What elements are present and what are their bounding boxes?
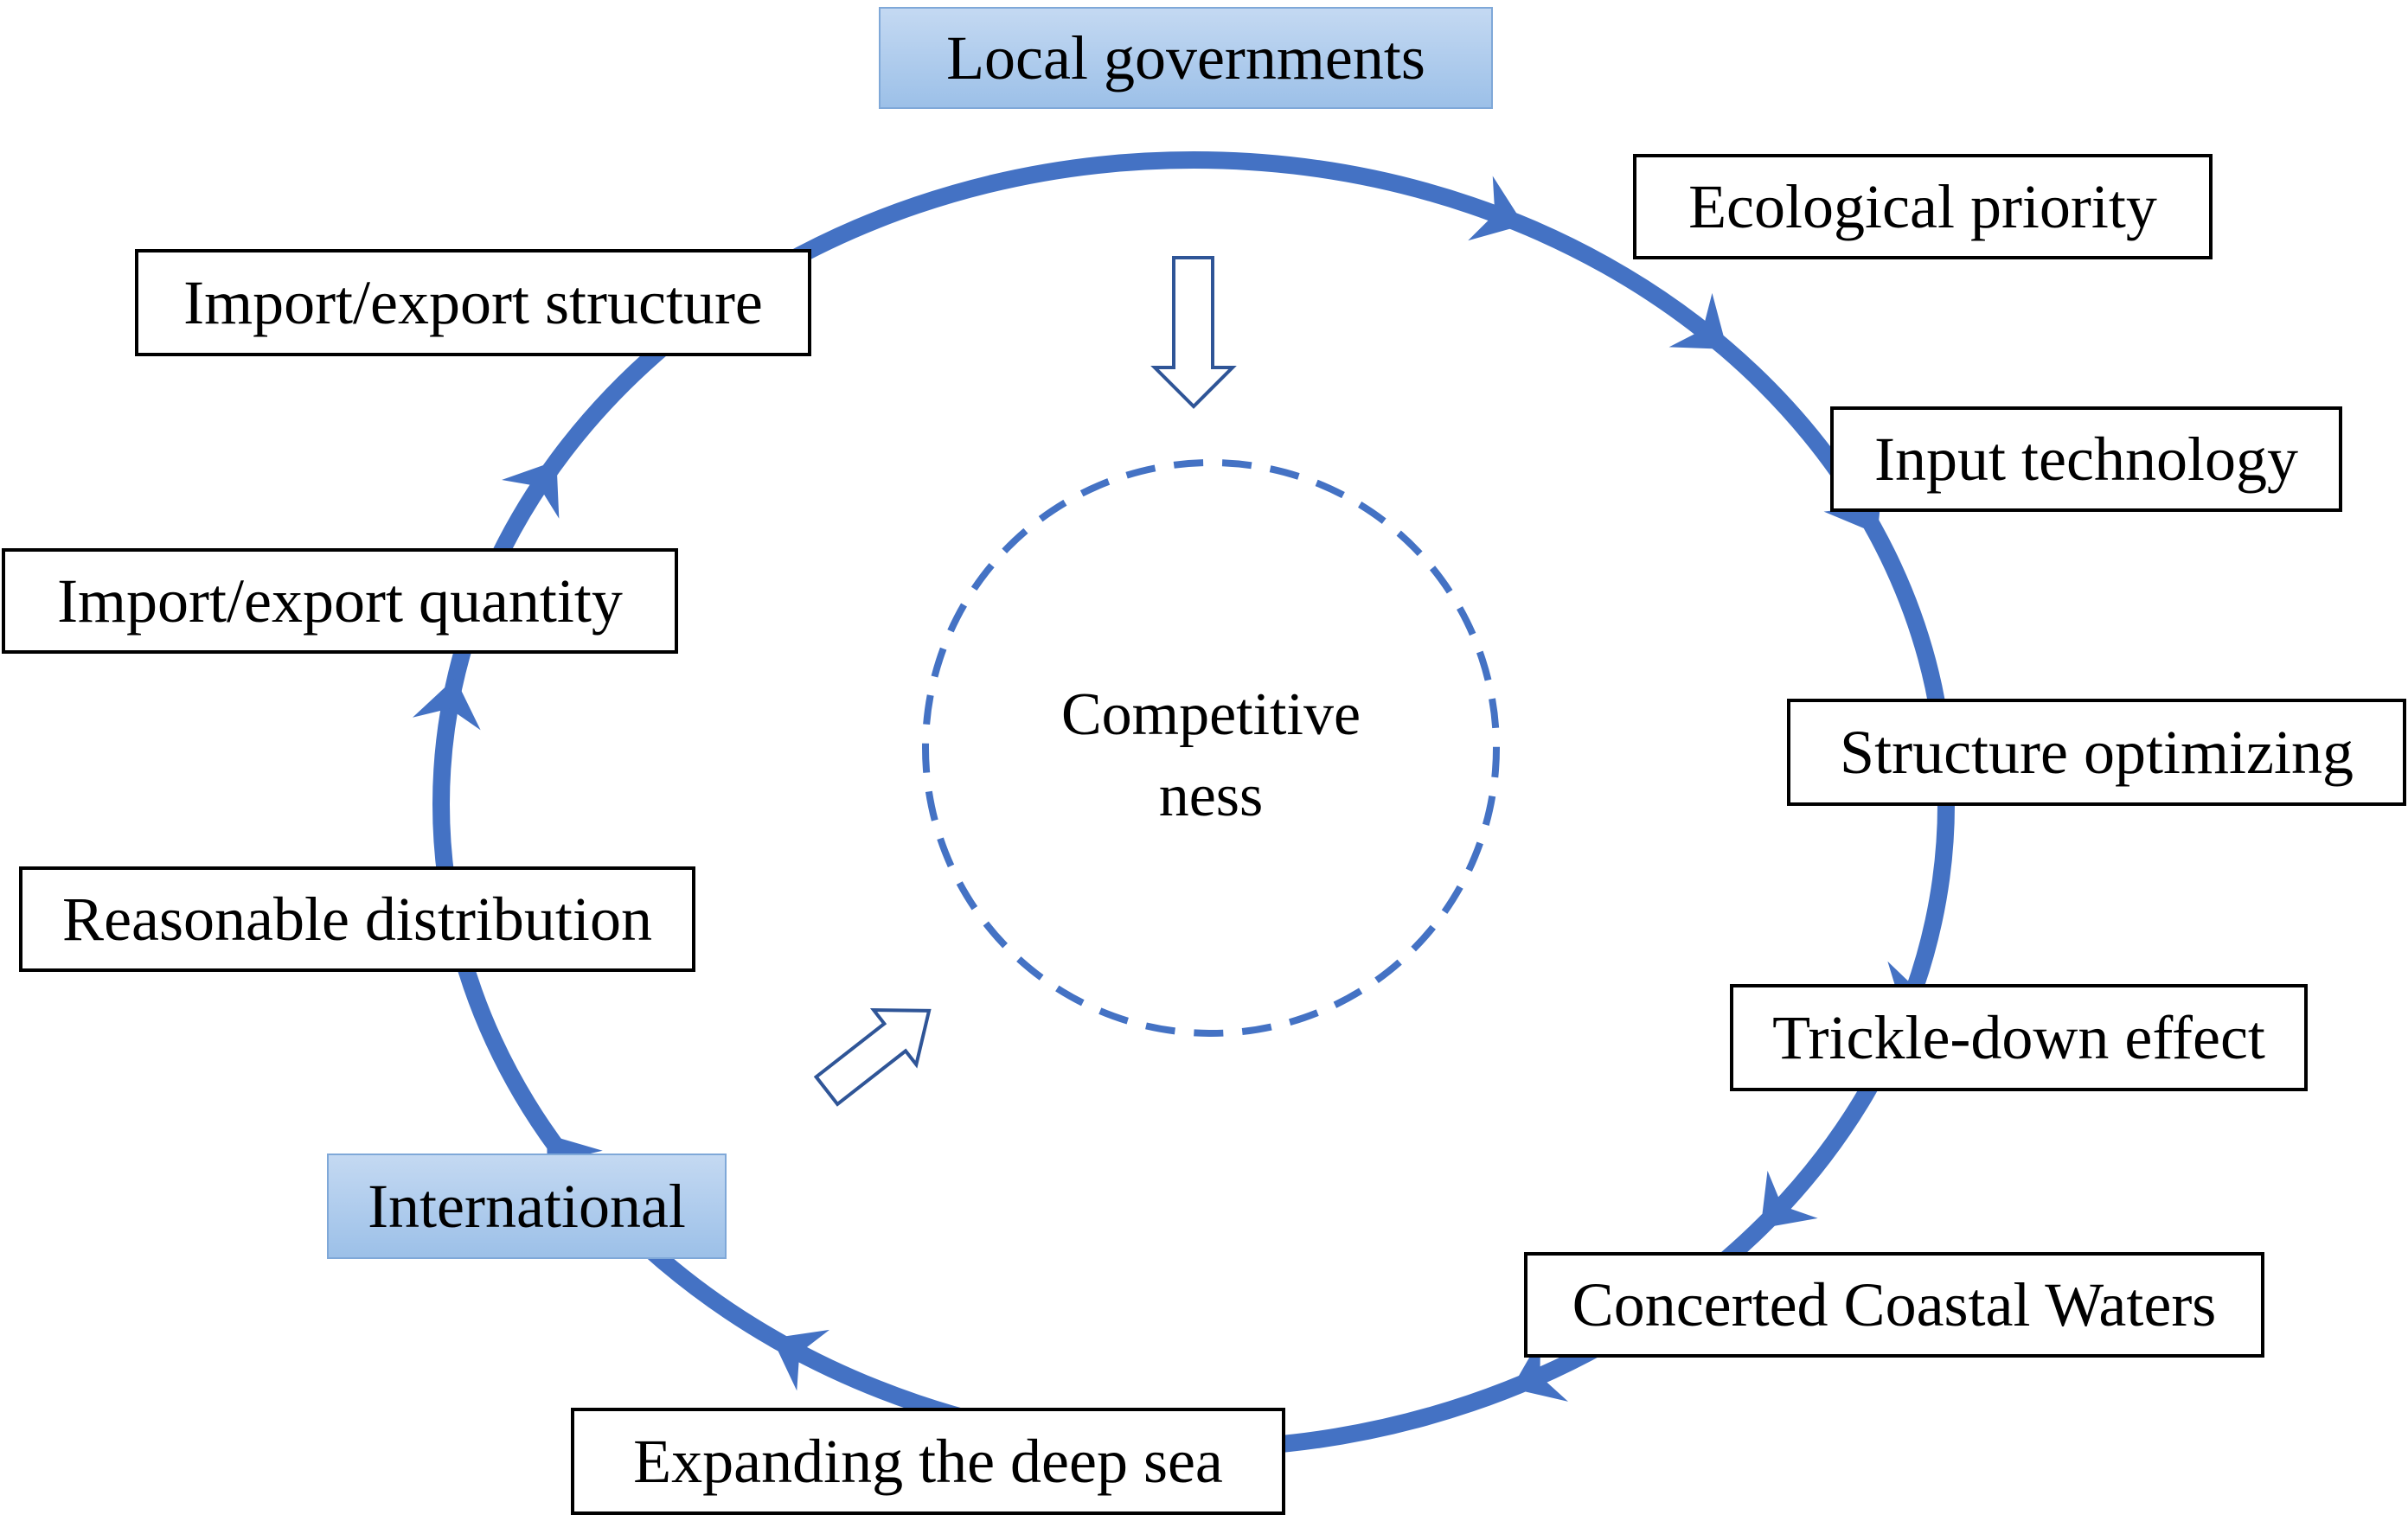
node-trickle-down-effect: Trickle-down effect xyxy=(1730,984,2308,1091)
ring-arrow-icon xyxy=(772,1329,830,1391)
node-label: Trickle-down effect xyxy=(1772,1003,2265,1072)
node-concerted-coastal-waters: Concerted Coastal Waters xyxy=(1524,1252,2264,1358)
node-international: International xyxy=(327,1154,727,1259)
node-input-technology: Input technology xyxy=(1830,406,2342,512)
node-local-governments: Local governments xyxy=(879,7,1493,109)
ring-arrow-icon xyxy=(1511,1338,1569,1402)
ring-arrow-icon xyxy=(1668,292,1727,349)
diagonal-arrow-icon xyxy=(813,1008,932,1107)
node-import-export-structure: Import/export structure xyxy=(135,249,811,356)
node-reasonable-distribution: Reasonable distribution xyxy=(19,866,695,972)
ring-arrow-icon xyxy=(502,460,560,519)
center-label: Competitive ness xyxy=(917,674,1505,837)
node-expanding-deep-sea: Expanding the deep sea xyxy=(571,1408,1285,1515)
ring-arrow-icon xyxy=(1823,476,1884,534)
node-ecological-priority: Ecological priority xyxy=(1633,154,2213,259)
center-label-line2: ness xyxy=(1158,763,1264,829)
ring-arrow-icon xyxy=(412,678,481,731)
node-label: Structure optimizing xyxy=(1840,718,2354,787)
node-label: Reasonable distribution xyxy=(62,885,652,954)
node-label: Concerted Coastal Waters xyxy=(1572,1270,2217,1339)
node-label: Import/export quantity xyxy=(57,566,623,636)
node-import-export-quantity: Import/export quantity xyxy=(2,548,678,654)
node-structure-optimizing: Structure optimizing xyxy=(1787,699,2406,806)
down-arrow-icon xyxy=(1150,256,1237,409)
center-label-line1: Competitive xyxy=(1060,681,1361,748)
node-label: Import/export structure xyxy=(183,268,763,337)
node-label: Expanding the deep sea xyxy=(633,1427,1223,1496)
node-label: International xyxy=(368,1172,686,1241)
ring-arrow-icon xyxy=(1760,1170,1818,1229)
node-label: Local governments xyxy=(946,23,1425,93)
node-label: Input technology xyxy=(1874,425,2298,494)
ring-arrow-icon xyxy=(1468,176,1524,241)
competitiveness-circle xyxy=(922,459,1500,1037)
node-label: Ecological priority xyxy=(1688,172,2157,241)
ring-arrow-icon xyxy=(547,1134,603,1193)
